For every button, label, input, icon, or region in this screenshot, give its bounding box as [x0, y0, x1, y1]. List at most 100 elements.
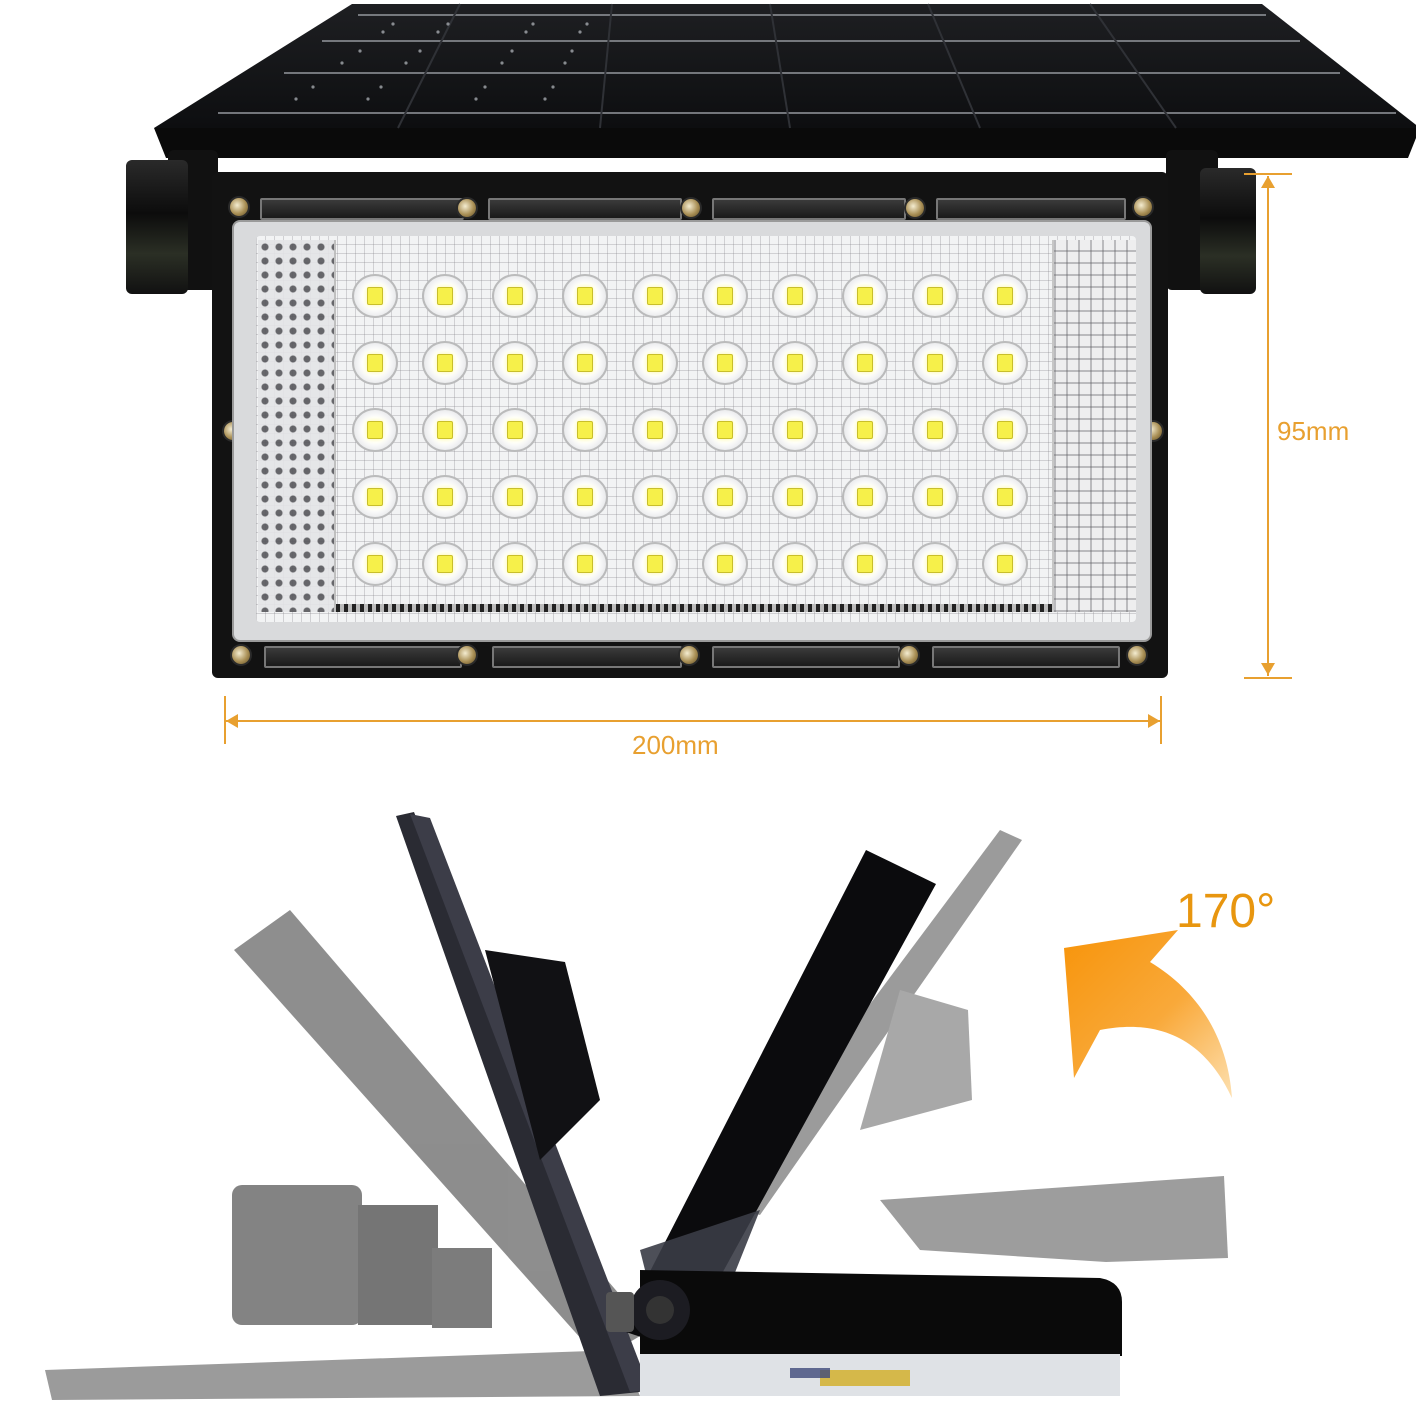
- arrow-up-icon: [1261, 176, 1275, 188]
- led-chip-icon: [647, 286, 663, 305]
- led-chip-icon: [927, 353, 943, 372]
- trim-strip: [932, 646, 1120, 668]
- led-emitter: [340, 464, 410, 531]
- led-emitter: [900, 464, 970, 531]
- led-emitter: [830, 396, 900, 463]
- led-chip-icon: [787, 488, 803, 507]
- led-lens-icon: [562, 542, 608, 587]
- led-lens-icon: [352, 542, 398, 587]
- led-chip-icon: [927, 286, 943, 305]
- led-emitter: [830, 262, 900, 329]
- arrow-down-icon: [1261, 663, 1275, 675]
- dimension-line: [226, 720, 1160, 722]
- led-emitter: [340, 396, 410, 463]
- led-emitter: [690, 262, 760, 329]
- led-chip-icon: [857, 353, 873, 372]
- led-lens-icon: [912, 407, 958, 452]
- led-lens-icon: [772, 407, 818, 452]
- led-lens-icon: [842, 407, 888, 452]
- led-chip-icon: [647, 488, 663, 507]
- rotation-arrow-icon: [1064, 930, 1232, 1098]
- led-emitter: [690, 396, 760, 463]
- led-lens-icon: [912, 340, 958, 385]
- led-chip-icon: [367, 286, 383, 305]
- led-emitter: [900, 329, 970, 396]
- led-chip-icon: [507, 286, 523, 305]
- width-label: 200mm: [632, 730, 719, 760]
- led-emitter: [970, 531, 1040, 598]
- led-chip-icon: [787, 555, 803, 574]
- led-emitter: [410, 396, 480, 463]
- led-chip-icon: [507, 420, 523, 439]
- led-emitter: [760, 464, 830, 531]
- led-lens-icon: [352, 340, 398, 385]
- led-lens-icon: [772, 273, 818, 318]
- led-lens-icon: [702, 340, 748, 385]
- led-emitter: [620, 329, 690, 396]
- trim-strip: [488, 198, 682, 220]
- led-emitter: [480, 531, 550, 598]
- led-emitter: [340, 531, 410, 598]
- led-emitter: [550, 262, 620, 329]
- led-emitter: [970, 329, 1040, 396]
- led-chip-icon: [437, 555, 453, 574]
- screw-icon: [906, 199, 924, 217]
- panel-position-upright: [396, 812, 650, 1396]
- led-lens-icon: [842, 475, 888, 520]
- led-chip-icon: [717, 555, 733, 574]
- led-lens-icon: [632, 340, 678, 385]
- led-chip-icon: [997, 488, 1013, 507]
- led-chip-icon: [997, 353, 1013, 372]
- screw-icon: [900, 646, 918, 664]
- led-emitter: [900, 531, 970, 598]
- led-chip-icon: [647, 353, 663, 372]
- led-chip-icon: [997, 555, 1013, 574]
- led-chip-icon: [717, 420, 733, 439]
- led-chip-icon: [437, 286, 453, 305]
- led-emitter: [340, 329, 410, 396]
- solar-panel: [154, 3, 1416, 158]
- led-lens-icon: [702, 542, 748, 587]
- led-lens-icon: [772, 542, 818, 587]
- led-chip-icon: [717, 286, 733, 305]
- led-chip-icon: [927, 555, 943, 574]
- led-chip-icon: [787, 353, 803, 372]
- dimension-tick: [1160, 696, 1162, 744]
- led-chip-icon: [927, 488, 943, 507]
- led-chip-icon: [647, 555, 663, 574]
- led-chip-icon: [647, 420, 663, 439]
- led-chip-icon: [577, 420, 593, 439]
- led-chip-icon: [577, 488, 593, 507]
- height-label: 95mm: [1277, 416, 1350, 446]
- screw-icon: [1134, 198, 1152, 216]
- led-lens-icon: [562, 340, 608, 385]
- led-chip-icon: [857, 555, 873, 574]
- led-lens-icon: [772, 475, 818, 520]
- led-lens-icon: [352, 475, 398, 520]
- led-lens-icon: [562, 407, 608, 452]
- ghost-position-left: [45, 910, 650, 1400]
- led-emitter: [620, 464, 690, 531]
- led-emitter: [480, 396, 550, 463]
- led-lens-icon: [352, 273, 398, 318]
- led-emitter: [550, 396, 620, 463]
- led-chip-icon: [367, 555, 383, 574]
- led-lens-icon: [702, 273, 748, 318]
- led-chip-icon: [507, 488, 523, 507]
- dimension-tick: [1244, 677, 1292, 679]
- led-chip-icon: [437, 420, 453, 439]
- screw-icon: [1128, 646, 1146, 664]
- led-emitter: [410, 262, 480, 329]
- led-lens-icon: [982, 407, 1028, 452]
- led-emitter: [760, 396, 830, 463]
- led-lens-icon: [702, 475, 748, 520]
- led-lens-icon: [422, 273, 468, 318]
- trim-strip: [264, 646, 462, 668]
- trim-strip: [712, 198, 906, 220]
- led-lens-icon: [422, 407, 468, 452]
- screw-icon: [230, 198, 248, 216]
- led-emitter: [340, 262, 410, 329]
- led-emitter: [550, 329, 620, 396]
- led-emitter: [900, 262, 970, 329]
- led-emitter: [690, 329, 760, 396]
